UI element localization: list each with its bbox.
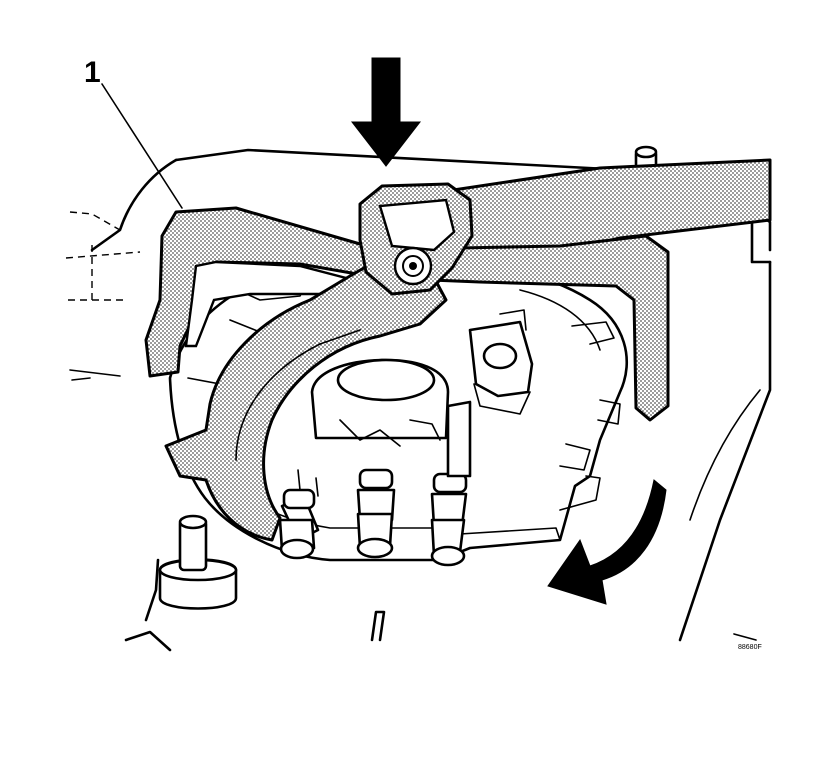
pipe-left [278,469,320,560]
connector-pipes [278,400,472,567]
down-arrow-icon [350,57,422,167]
pipe-middle [356,468,396,559]
mounting-stud [158,514,238,610]
curved-arrow-icon [547,479,667,605]
image-code: 88680F [738,644,762,651]
special-tool [144,158,772,542]
callout-number: 1 [84,56,101,89]
callout-leader [101,83,183,209]
pipe-right [430,400,472,567]
tool-hook [164,252,448,542]
